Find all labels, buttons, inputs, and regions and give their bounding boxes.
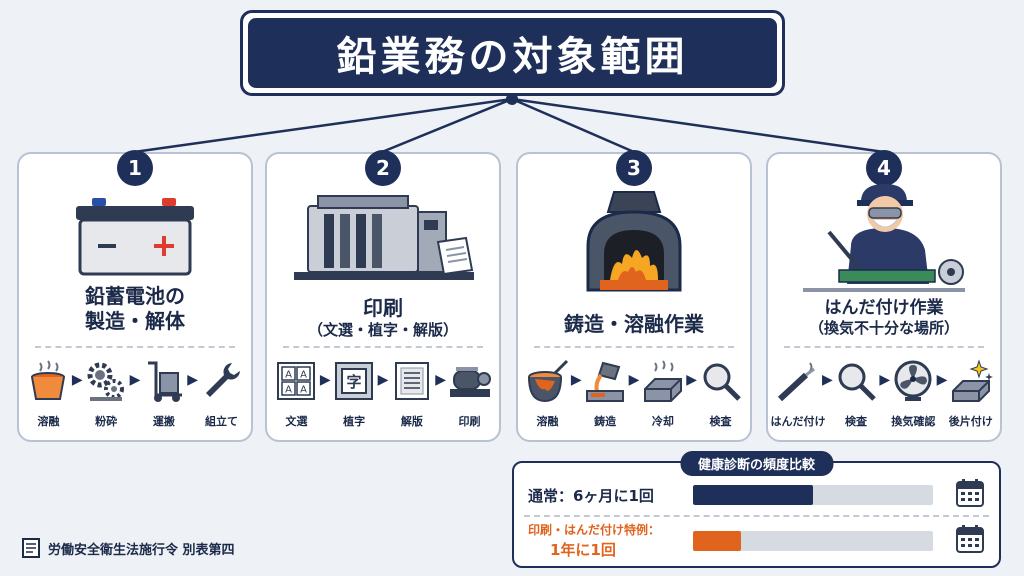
step-ventilation-check: 換気確認 xyxy=(890,359,937,429)
step-distribution: 解版 xyxy=(388,359,435,429)
panel-title: はんだ付け作業 （換気不十分な場所） xyxy=(808,298,959,338)
arrow-icon: ▶ xyxy=(686,372,698,388)
divider xyxy=(784,346,984,348)
document-icon xyxy=(390,359,434,403)
divider xyxy=(524,515,989,517)
step-crushing: 粉砕 xyxy=(83,359,130,429)
step-typesetting: 字 植字 xyxy=(331,359,378,429)
glyph-a: A xyxy=(286,370,293,381)
arrow-icon: ▶ xyxy=(435,372,447,388)
panel-printing: 2 印刷 （文選・植字・解版） xyxy=(265,150,501,442)
frequency-comparison: 健康診断の頻度比較 通常：6ヶ月に1回 印刷・はんだ付け特例： 1年に1回 xyxy=(512,451,1001,568)
frequency-bar-fill xyxy=(692,531,741,551)
step-melting: 溶融 xyxy=(524,359,571,429)
cooling-block-icon xyxy=(641,359,685,403)
character-block-icon: 字 xyxy=(332,359,376,403)
divider xyxy=(534,346,734,348)
step-inspection: 検査 xyxy=(697,359,744,429)
arrow-icon: ▶ xyxy=(879,372,891,388)
soldering-iron-icon xyxy=(776,359,820,403)
step-assembly: 組立て xyxy=(198,359,245,429)
molten-pot-icon xyxy=(525,359,569,403)
arrow-icon: ▶ xyxy=(377,372,389,388)
frequency-row-normal: 通常：6ヶ月に1回 xyxy=(528,475,985,515)
frequency-bar xyxy=(692,485,933,505)
arrow-icon: ▶ xyxy=(187,372,199,388)
panel-soldering: 4 はんだ付け作業 （換気不十分な場所） xyxy=(766,150,1002,442)
glyph-a: A xyxy=(301,385,308,396)
divider xyxy=(283,346,483,348)
calendar-icon xyxy=(955,478,985,512)
printing-press-icon xyxy=(267,192,499,282)
process-steps: はんだ付け ▶ 検査 ▶ 換気確認 ▶ xyxy=(771,359,994,435)
step-type-selection: A A A A 文選 xyxy=(273,359,320,429)
furnace-icon xyxy=(518,190,750,294)
battery-icon xyxy=(19,196,251,276)
printing-roller-icon xyxy=(448,359,492,403)
divider xyxy=(35,346,235,348)
title-box: 鉛業務の対象範囲 xyxy=(240,10,785,96)
step-casting: 鋳造 xyxy=(582,359,629,429)
calendar-icon xyxy=(955,524,985,558)
glyph-a: A xyxy=(301,370,308,381)
sparkle-clean-icon xyxy=(949,359,993,403)
wrench-icon xyxy=(200,359,244,403)
step-cleanup: 後片付け xyxy=(947,359,994,429)
magnifier-icon xyxy=(834,359,878,403)
arrow-icon: ▶ xyxy=(129,372,141,388)
step-transport: 運搬 xyxy=(140,359,187,429)
panel-number: 1 xyxy=(117,150,153,186)
arrow-icon: ▶ xyxy=(71,372,83,388)
panel-battery: 1 鉛蓄電池の 製造・解体 溶融 ▶ xyxy=(17,150,253,442)
panel-title: 鋳造・溶融作業 xyxy=(564,312,704,336)
frequency-label: 印刷・はんだ付け特例： 1年に1回 xyxy=(528,522,661,559)
frequency-bar-fill xyxy=(692,485,813,505)
process-steps: 溶融 ▶ 鋳造 ▶ 冷却 xyxy=(524,359,744,435)
type-grid-icon: A A A A xyxy=(274,359,318,403)
panel-number: 3 xyxy=(616,150,652,186)
arrow-icon: ▶ xyxy=(319,372,331,388)
arrow-icon: ▶ xyxy=(936,372,948,388)
step-soldering: はんだ付け xyxy=(771,359,826,429)
glyph-a: A xyxy=(286,385,293,396)
process-steps: 溶融 ▶ 粉砕 ▶ xyxy=(25,359,245,435)
panel-title: 印刷 （文選・植字・解版） xyxy=(307,296,458,339)
frequency-label: 通常：6ヶ月に1回 xyxy=(528,486,654,505)
process-steps: A A A A 文選 ▶ 字 植字 ▶ xyxy=(273,359,493,435)
pouring-ladle-icon xyxy=(583,359,627,403)
gears-icon xyxy=(84,359,128,403)
arrow-icon: ▶ xyxy=(822,372,833,388)
fan-icon xyxy=(891,359,935,403)
glyph-ji: 字 xyxy=(347,373,362,391)
panel-title: 鉛蓄電池の 製造・解体 xyxy=(85,284,185,333)
step-inspection: 検査 xyxy=(833,359,880,429)
step-printing: 印刷 xyxy=(446,359,493,429)
page-title: 鉛業務の対象範囲 xyxy=(248,18,777,88)
magnifier-icon xyxy=(699,359,743,403)
step-melting: 溶融 xyxy=(25,359,72,429)
panel-number: 4 xyxy=(866,150,902,186)
document-icon xyxy=(22,538,40,558)
frequency-bar xyxy=(692,531,933,551)
frequency-title: 健康診断の頻度比較 xyxy=(679,451,834,476)
arrow-icon: ▶ xyxy=(628,372,640,388)
hand-truck-icon xyxy=(142,359,186,403)
soldering-worker-icon xyxy=(768,184,1000,294)
frequency-row-special: 印刷・はんだ付け特例： 1年に1回 xyxy=(528,521,985,561)
arrow-icon: ▶ xyxy=(570,372,582,388)
melting-pot-icon xyxy=(26,359,70,403)
step-cooling: 冷却 xyxy=(639,359,686,429)
panel-number: 2 xyxy=(365,150,401,186)
source-note: 労働安全衛生法施行令 別表第四 xyxy=(22,538,235,558)
panel-casting: 3 鋳造・溶融作業 溶融 ▶ xyxy=(516,150,752,442)
